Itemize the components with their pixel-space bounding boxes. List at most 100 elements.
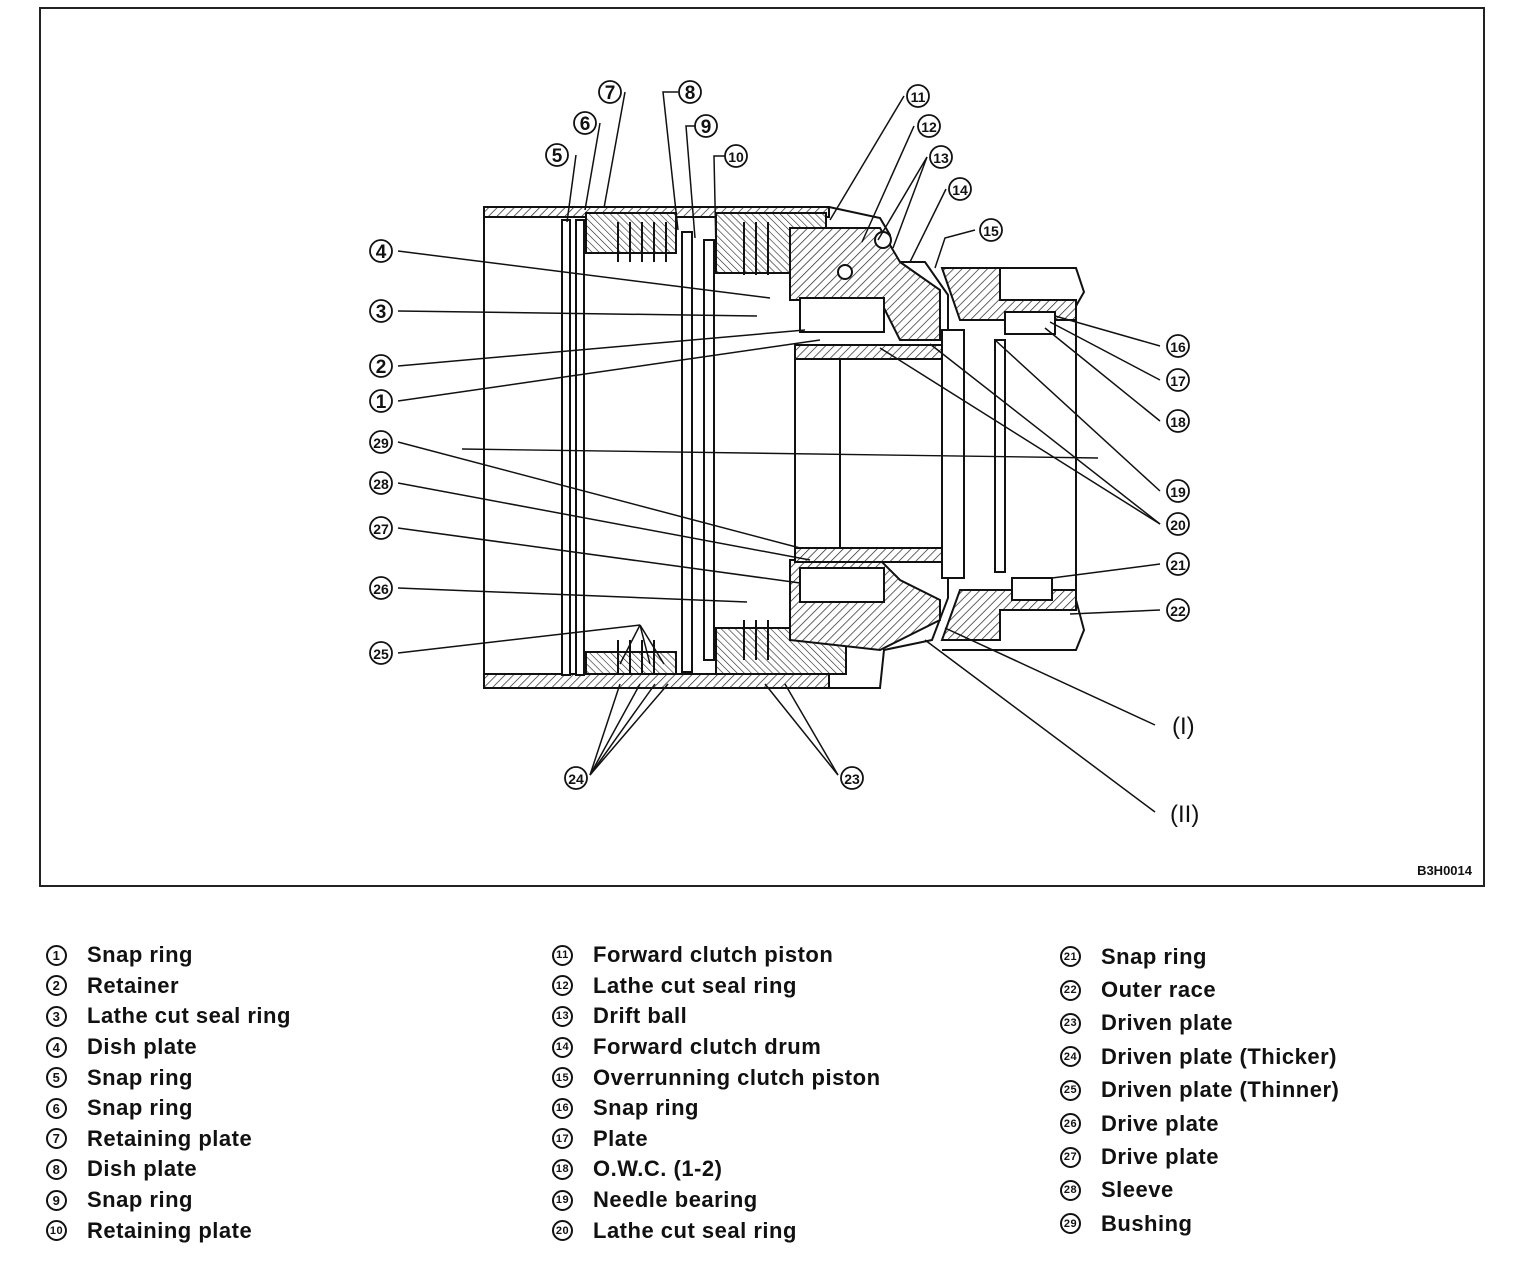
legend-label: Driven plate (Thicker) bbox=[1101, 1043, 1337, 1069]
legend-item: 16 Snap ring bbox=[552, 1093, 881, 1124]
legend-number: 28 bbox=[1060, 1179, 1081, 1201]
svg-text:19: 19 bbox=[1170, 484, 1186, 500]
svg-text:28: 28 bbox=[373, 476, 389, 492]
svg-text:13: 13 bbox=[933, 150, 949, 166]
legend-item: 18 O.W.C. (1-2) bbox=[552, 1154, 881, 1185]
svg-text:12: 12 bbox=[921, 119, 937, 135]
legend-label: Retainer bbox=[87, 972, 180, 998]
callout-20: 20 bbox=[1166, 512, 1190, 536]
legend-label: Dish plate bbox=[87, 1156, 198, 1182]
legend-number: 16 bbox=[552, 1097, 573, 1119]
legend-number: 27 bbox=[1060, 1146, 1081, 1168]
legend-label: Driven plate bbox=[1101, 1010, 1233, 1036]
svg-text:7: 7 bbox=[605, 83, 616, 104]
callout-3: 3 bbox=[369, 299, 393, 323]
legend-label: Bushing bbox=[1101, 1210, 1193, 1236]
callout-13: 13 bbox=[929, 145, 953, 169]
legend-item: 22 Outer race bbox=[1060, 973, 1339, 1006]
leader-lines bbox=[397, 91, 1161, 813]
callout-18: 18 bbox=[1166, 409, 1190, 433]
legend-number: 13 bbox=[552, 1005, 573, 1027]
legend-number: 9 bbox=[46, 1189, 67, 1211]
callout-14: 14 bbox=[948, 177, 972, 201]
callout-16: 16 bbox=[1166, 334, 1190, 358]
legend-label: Sleeve bbox=[1101, 1177, 1174, 1203]
svg-text:16: 16 bbox=[1170, 339, 1186, 355]
svg-text:14: 14 bbox=[952, 182, 968, 198]
callout-21: 21 bbox=[1166, 552, 1190, 576]
legend-item: 8 Dish plate bbox=[46, 1154, 291, 1185]
legend-label: Snap ring bbox=[87, 1095, 193, 1121]
legend-item: 3 Lathe cut seal ring bbox=[46, 1001, 291, 1032]
svg-text:9: 9 bbox=[701, 117, 712, 138]
callout-2: 2 bbox=[369, 354, 393, 378]
legend-label: Needle bearing bbox=[593, 1187, 758, 1213]
legend-number: 14 bbox=[552, 1036, 573, 1058]
svg-text:5: 5 bbox=[552, 146, 563, 167]
legend-number: 8 bbox=[46, 1158, 67, 1180]
legend-number: 25 bbox=[1060, 1079, 1081, 1101]
callout-24: 24 bbox=[564, 766, 588, 790]
callout-28: 28 bbox=[369, 471, 393, 495]
svg-text:18: 18 bbox=[1170, 414, 1186, 430]
legend-item: 21 Snap ring bbox=[1060, 940, 1339, 973]
callout-15: 15 bbox=[979, 218, 1003, 242]
section-label-ii: (II) bbox=[1170, 801, 1199, 828]
legend-label: Drive plate bbox=[1101, 1110, 1219, 1136]
legend-item: 2 Retainer bbox=[46, 971, 291, 1002]
legend-number: 7 bbox=[46, 1128, 67, 1150]
callout-4: 4 bbox=[369, 239, 393, 263]
figure-frame bbox=[39, 7, 1485, 887]
legend-label: Outer race bbox=[1101, 977, 1217, 1003]
svg-text:6: 6 bbox=[580, 114, 591, 135]
legend-label: Drift ball bbox=[593, 1003, 688, 1029]
legend-item: 23 Driven plate bbox=[1060, 1007, 1339, 1040]
svg-text:1: 1 bbox=[376, 392, 387, 413]
clutch-cross-section-diagram: 1 2 3 4 5 6 7 8 9 10 11 12 13 14 15 16 1… bbox=[39, 7, 1485, 887]
legend-label: Dish plate bbox=[87, 1034, 198, 1060]
svg-text:8: 8 bbox=[685, 83, 696, 104]
legend-item: 13 Drift ball bbox=[552, 1001, 881, 1032]
legend-number: 20 bbox=[552, 1220, 573, 1242]
svg-text:23: 23 bbox=[844, 771, 860, 787]
svg-text:27: 27 bbox=[373, 521, 389, 537]
legend-label: Snap ring bbox=[593, 1095, 699, 1121]
legend-number: 22 bbox=[1060, 979, 1081, 1001]
assembly-drawing bbox=[461, 206, 1099, 689]
legend-label: Plate bbox=[593, 1125, 649, 1151]
legend-label: Overrunning clutch piston bbox=[593, 1064, 881, 1090]
legend-label: Snap ring bbox=[87, 942, 193, 968]
legend-number: 12 bbox=[552, 975, 573, 997]
section-label-i: (I) bbox=[1172, 713, 1195, 740]
callout-markers: 1 2 3 4 5 6 7 8 9 10 11 12 13 14 15 16 1… bbox=[369, 80, 1190, 790]
svg-text:24: 24 bbox=[568, 771, 584, 787]
svg-text:17: 17 bbox=[1170, 373, 1186, 389]
legend-number: 10 bbox=[46, 1220, 67, 1242]
callout-5: 5 bbox=[545, 143, 569, 167]
legend-number: 15 bbox=[552, 1067, 573, 1089]
callout-23: 23 bbox=[840, 766, 864, 790]
legend-number: 23 bbox=[1060, 1012, 1081, 1034]
callout-9: 9 bbox=[694, 114, 718, 138]
legend-label: Snap ring bbox=[1101, 943, 1207, 969]
legend-number: 21 bbox=[1060, 946, 1081, 968]
legend-number: 2 bbox=[46, 975, 67, 997]
legend-label: O.W.C. (1-2) bbox=[593, 1156, 723, 1182]
legend-number: 18 bbox=[552, 1158, 573, 1180]
legend-label: Lathe cut seal ring bbox=[87, 1003, 291, 1029]
legend-number: 3 bbox=[46, 1005, 67, 1027]
